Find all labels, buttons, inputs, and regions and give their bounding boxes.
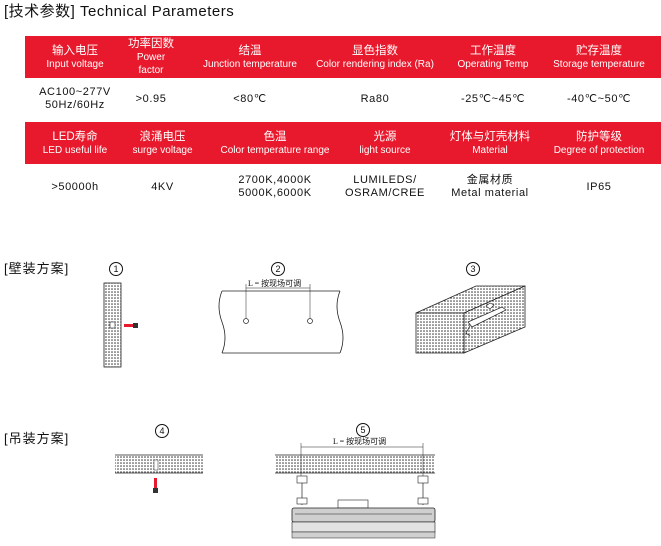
- value-line: 金属材质: [466, 174, 514, 186]
- hang-mount-label: [吊装方案]: [4, 431, 70, 446]
- value-line: 2700K,4000K: [238, 174, 312, 186]
- header-en: Color temperature range: [220, 144, 330, 156]
- dimension-label: L = 按现场可调: [248, 278, 301, 288]
- header-en: light source: [359, 144, 411, 156]
- header-en: Color rendering index (Ra): [316, 58, 434, 70]
- header-zh: 工作温度: [470, 44, 516, 57]
- value-line: AC100~277V: [39, 86, 111, 98]
- value-line: -40℃~50℃: [566, 92, 632, 105]
- step-number-2: 2: [271, 262, 285, 276]
- value-cell: -25℃~45℃: [448, 82, 538, 116]
- value-line: >50000h: [51, 180, 99, 193]
- header-en: Operating Temp: [457, 58, 529, 70]
- value-cell: >0.95: [125, 82, 177, 116]
- step-number-5: 5: [356, 423, 370, 437]
- header-en: surge voltage: [132, 144, 193, 156]
- value-cell: LUMILEDS/OSRAM/CREE: [340, 170, 430, 204]
- wall-section-diagram-1: [103, 282, 138, 368]
- header-zh: 功率因数: [128, 38, 174, 50]
- header-en: Power factor: [136, 52, 166, 76]
- header-cell: 功率因数 Power factor: [125, 36, 177, 78]
- value-line: 5000K,6000K: [238, 187, 312, 199]
- value-cell: 4KV: [125, 170, 200, 204]
- header-zh: LED寿命: [52, 130, 98, 143]
- value-line: 50Hz/60Hz: [45, 99, 105, 111]
- value-line: LUMILEDS/: [353, 174, 417, 186]
- value-cell: IP65: [545, 170, 653, 204]
- header-en: LED useful life: [42, 144, 108, 156]
- value-line: Metal material: [451, 187, 529, 199]
- wall-holes-diagram-2: L = 按现场可调: [218, 278, 344, 354]
- value-line: <80℃: [233, 92, 267, 105]
- value-cell: -40℃~50℃: [548, 82, 650, 116]
- header-zh: 色温: [263, 130, 287, 143]
- header-en: Material: [472, 144, 508, 156]
- ceiling-section-diagram-4: [115, 454, 203, 493]
- step-number-4: 4: [155, 424, 169, 438]
- value-cell: Ra80: [315, 82, 435, 116]
- header-en: Input voltage: [46, 58, 104, 70]
- value-cell: <80℃: [200, 82, 300, 116]
- value-line: IP65: [586, 180, 612, 193]
- value-line: 4KV: [151, 180, 174, 193]
- value-line: >0.95: [135, 92, 167, 105]
- value-cell: >50000h: [25, 170, 125, 204]
- header-en: Storage temperature: [553, 58, 645, 70]
- header-en: Degree of protection: [553, 144, 645, 156]
- header-zh: 光源: [373, 130, 397, 143]
- page-title: [技术参数] Technical Parameters: [4, 3, 235, 20]
- wall-mount-label: [壁装方案]: [4, 261, 70, 276]
- step-number-3: 3: [466, 262, 480, 276]
- step-number-1: 1: [109, 262, 123, 276]
- header-zh: 贮存温度: [576, 44, 622, 57]
- header-zh: 防护等级: [576, 130, 622, 143]
- header-zh: 输入电压: [52, 44, 98, 57]
- value-line: -25℃~45℃: [460, 92, 526, 105]
- header-zh: 结温: [238, 44, 262, 57]
- wall-bracket-diagram-3: [415, 285, 526, 354]
- header-zh: 浪涌电压: [139, 130, 186, 143]
- value-line: Ra80: [360, 92, 390, 105]
- dimension-label: L = 按现场可调: [333, 436, 386, 446]
- hanging-luminaire-diagram-5: L = 按现场可调: [275, 436, 436, 539]
- header-zh: 灯体与灯壳材料: [449, 130, 531, 143]
- header-zh: 显色指数: [352, 44, 398, 57]
- value-line: OSRAM/CREE: [345, 187, 425, 199]
- header-en: Junction temperature: [203, 58, 297, 70]
